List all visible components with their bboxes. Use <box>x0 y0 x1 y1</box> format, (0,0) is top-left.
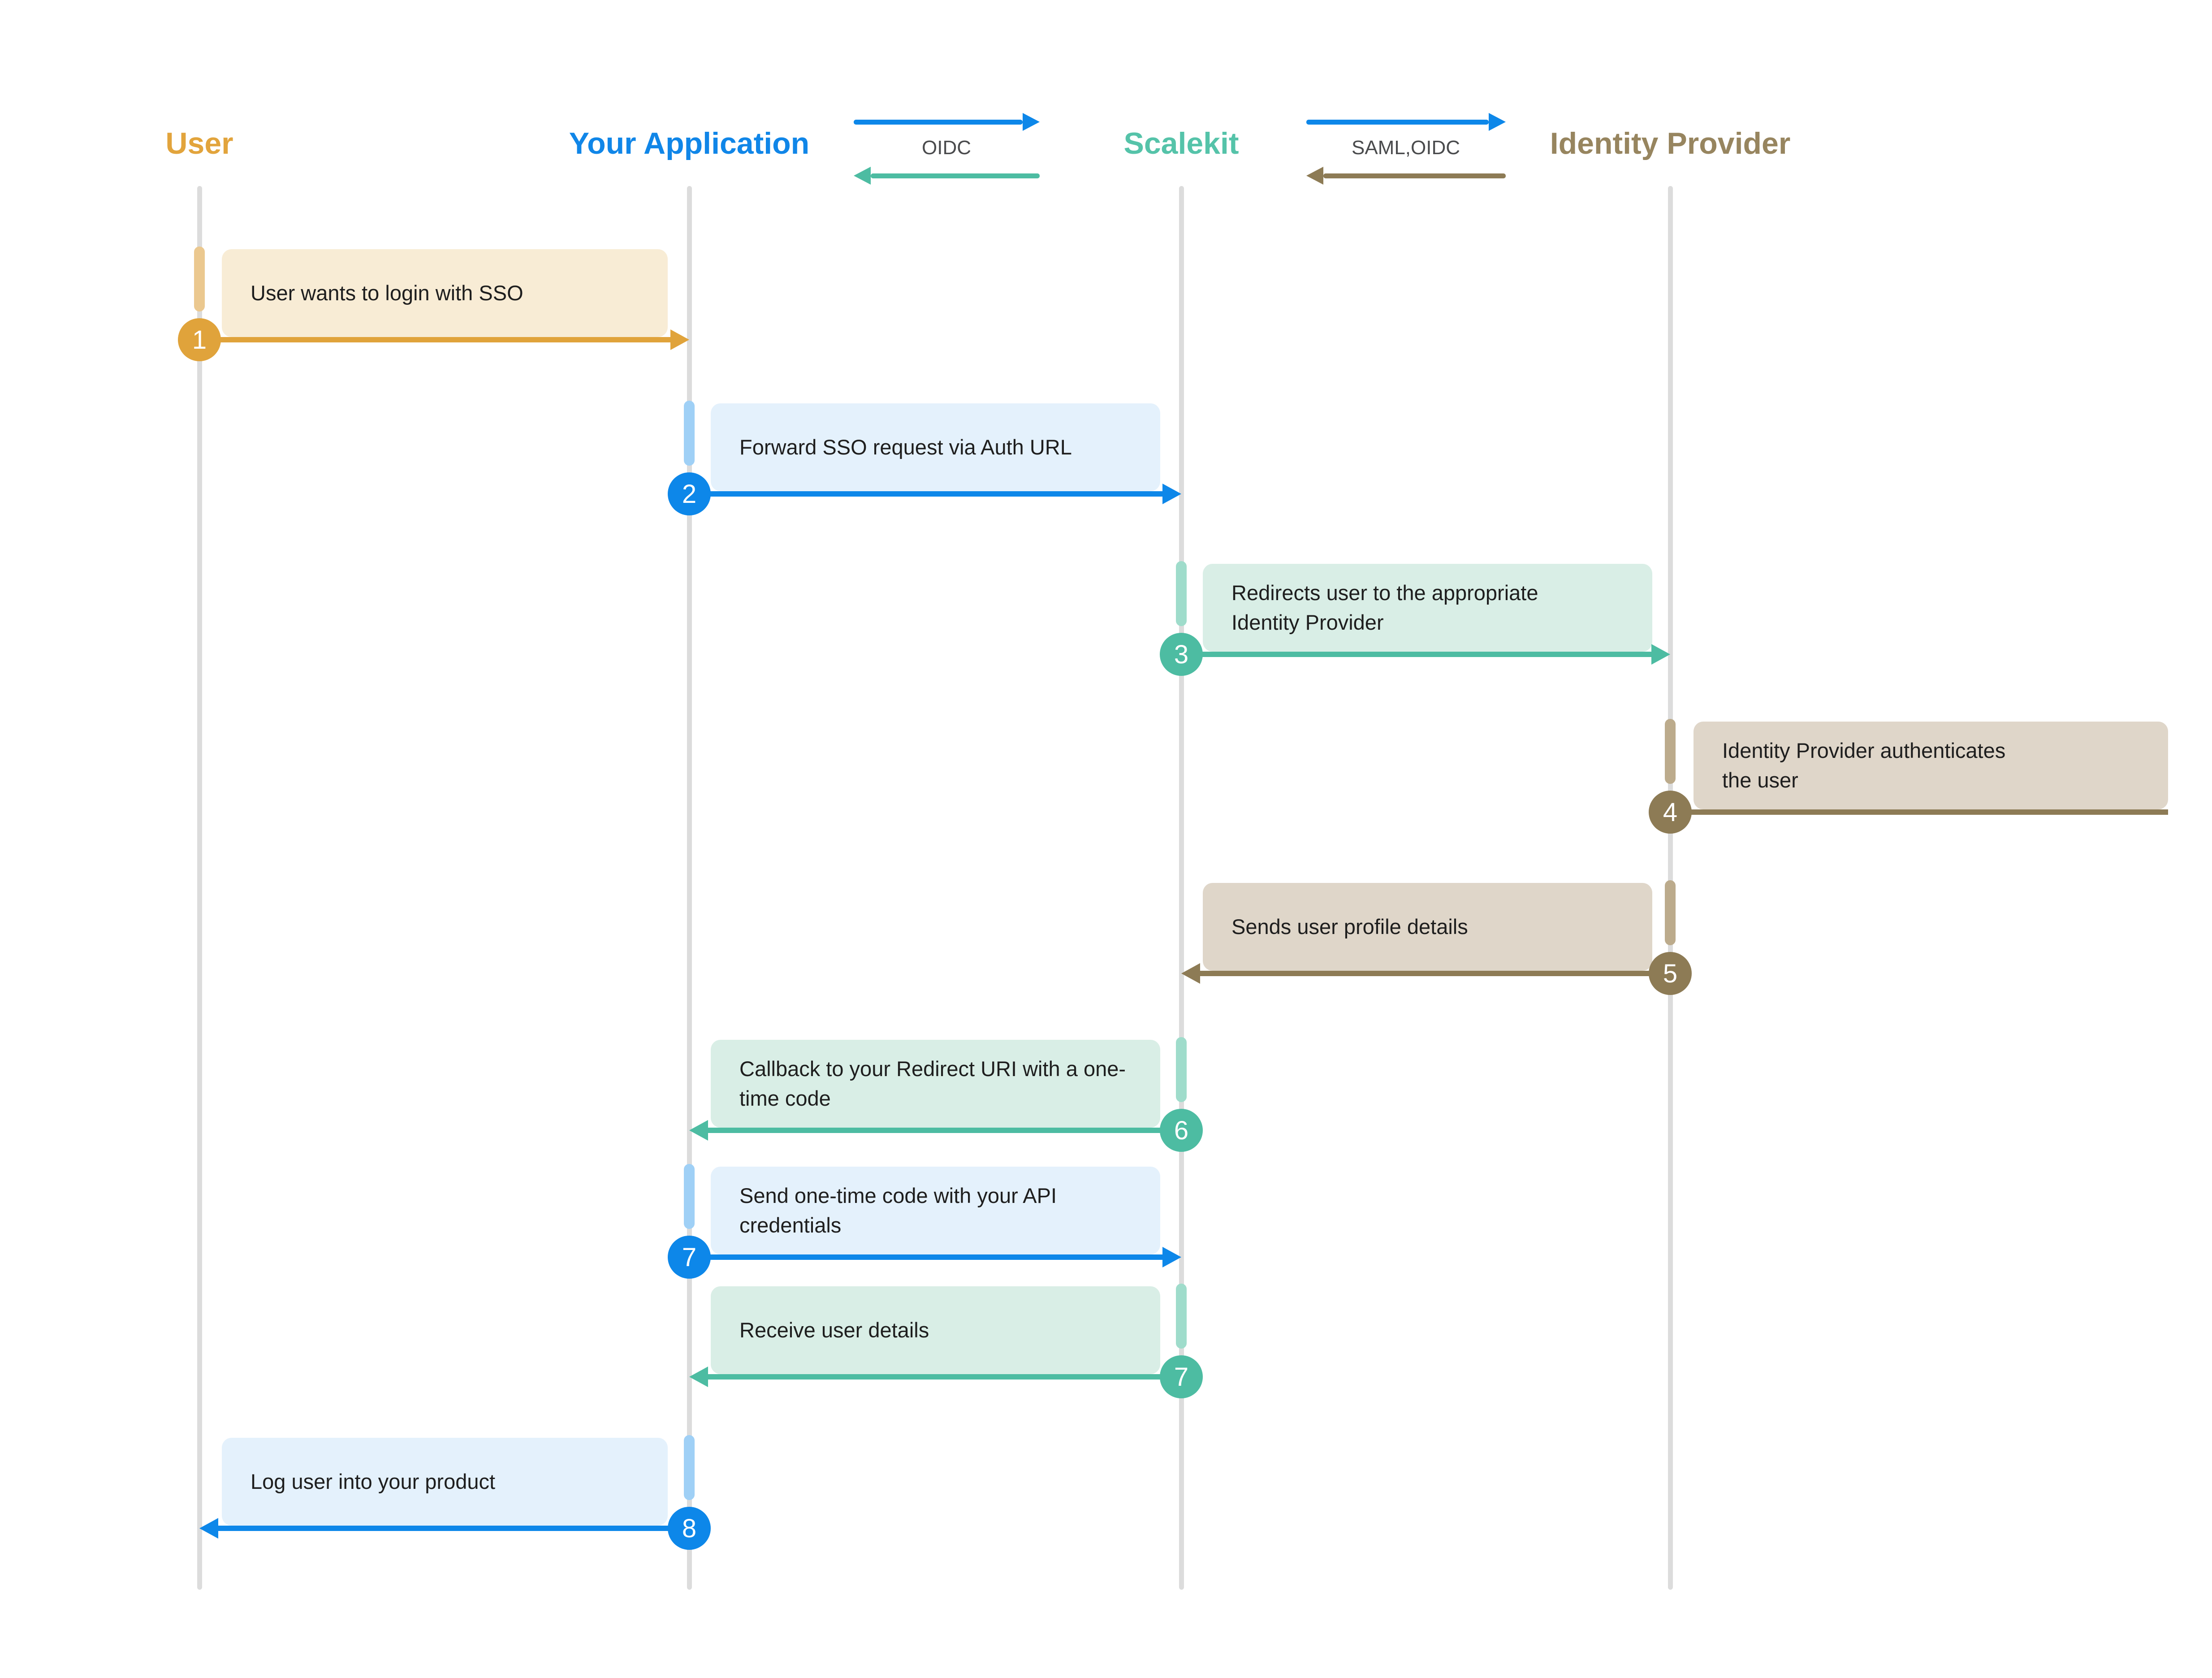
message-box-step7b: Receive user details <box>711 1286 1160 1374</box>
message-box-step3: Redirects user to the appropriate Identi… <box>1203 564 1652 652</box>
message-box-step7: Send one-time code with your API credent… <box>711 1167 1160 1254</box>
arrow-line-step2 <box>689 491 1162 497</box>
message-label-step2: Forward SSO request via Auth URL <box>739 435 1072 459</box>
step-badge-2: 2 <box>668 472 711 515</box>
participant-scalekit: Scalekit <box>1123 126 1239 160</box>
protocol-label-oidc: OIDC <box>922 137 971 159</box>
saml-oidc-forward-arrow-line <box>1306 120 1489 125</box>
participant-identity-provider: Identity Provider <box>1550 126 1791 160</box>
oidc-forward-arrow-line <box>854 120 1023 125</box>
message-box-step6: Callback to your Redirect URI with a one… <box>711 1040 1160 1128</box>
message-label-step7b: Receive user details <box>739 1318 929 1342</box>
arrowhead-right-step2-icon <box>1162 484 1181 504</box>
lifeline-scalekit <box>1179 186 1184 1590</box>
arrowhead-right-step3-icon <box>1651 644 1670 665</box>
oidc-return-arrowhead-icon <box>854 167 871 185</box>
activation-bar-identity-provider-step4 <box>1665 719 1676 784</box>
step-badge-4: 4 <box>1649 791 1692 834</box>
arrowhead-left-step7b-icon <box>689 1367 708 1387</box>
activation-bar-identity-provider-step5 <box>1665 880 1676 945</box>
step-badge-3: 3 <box>1160 633 1203 676</box>
arrow-line-step7b <box>708 1374 1181 1380</box>
arrowhead-left-step5-icon <box>1181 963 1200 984</box>
lifeline-your-application <box>687 186 692 1590</box>
arrow-line-step5 <box>1200 971 1670 976</box>
step-badge-5: 5 <box>1649 952 1692 995</box>
activation-bar-your-application-step7 <box>684 1164 695 1229</box>
activation-bar-user-step1 <box>194 247 205 311</box>
arrow-line-step1 <box>199 337 670 342</box>
step-badge-1: 1 <box>178 318 221 361</box>
arrowhead-right-step7-icon <box>1162 1247 1181 1267</box>
protocol-label-saml-oidc: SAML,OIDC <box>1351 137 1460 159</box>
lifeline-user <box>197 186 202 1590</box>
message-box-step8: Log user into your product <box>222 1438 668 1526</box>
arrow-line-step6 <box>708 1128 1181 1133</box>
message-label-step4: Identity Provider authenticates the user <box>1722 739 2006 792</box>
step-badge-7: 7 <box>668 1236 711 1279</box>
arrowhead-left-step8-icon <box>199 1518 218 1539</box>
activation-bar-scalekit-step7b <box>1176 1284 1187 1349</box>
arrow-line-step7 <box>689 1254 1162 1260</box>
message-box-step4: Identity Provider authenticates the user <box>1694 722 2168 809</box>
arrow-line-step3 <box>1181 652 1651 657</box>
saml-oidc-return-arrowhead-icon <box>1306 167 1323 185</box>
message-label-step6: Callback to your Redirect URI with a one… <box>739 1057 1126 1110</box>
message-label-step7: Send one-time code with your API credent… <box>739 1184 1057 1237</box>
activation-bar-your-application-step2 <box>684 401 695 466</box>
arrow-line-step8 <box>218 1526 689 1531</box>
message-box-step2: Forward SSO request via Auth URL <box>711 403 1160 491</box>
step-badge-7b: 7 <box>1160 1355 1203 1398</box>
message-label-step8: Log user into your product <box>251 1470 496 1493</box>
message-box-step1: User wants to login with SSO <box>222 249 668 337</box>
participant-user: User <box>165 126 233 160</box>
arrowhead-right-step1-icon <box>670 329 689 350</box>
activation-bar-scalekit-step3 <box>1176 561 1187 626</box>
saml-oidc-forward-arrowhead-icon <box>1489 113 1506 131</box>
self-line-step4 <box>1670 809 2168 815</box>
message-label-step3: Redirects user to the appropriate Identi… <box>1231 581 1538 634</box>
arrowhead-left-step6-icon <box>689 1120 708 1141</box>
message-label-step5: Sends user profile details <box>1231 915 1468 938</box>
activation-bar-your-application-step8 <box>684 1435 695 1500</box>
step-badge-8: 8 <box>668 1507 711 1550</box>
message-box-step5: Sends user profile details <box>1203 883 1652 971</box>
oidc-return-arrow-line <box>871 173 1040 178</box>
participant-your-application: Your Application <box>569 126 810 160</box>
activation-bar-scalekit-step6 <box>1176 1037 1187 1102</box>
saml-oidc-return-arrow-line <box>1323 173 1506 178</box>
oidc-forward-arrowhead-icon <box>1023 113 1040 131</box>
message-label-step1: User wants to login with SSO <box>251 281 523 305</box>
step-badge-6: 6 <box>1160 1109 1203 1152</box>
